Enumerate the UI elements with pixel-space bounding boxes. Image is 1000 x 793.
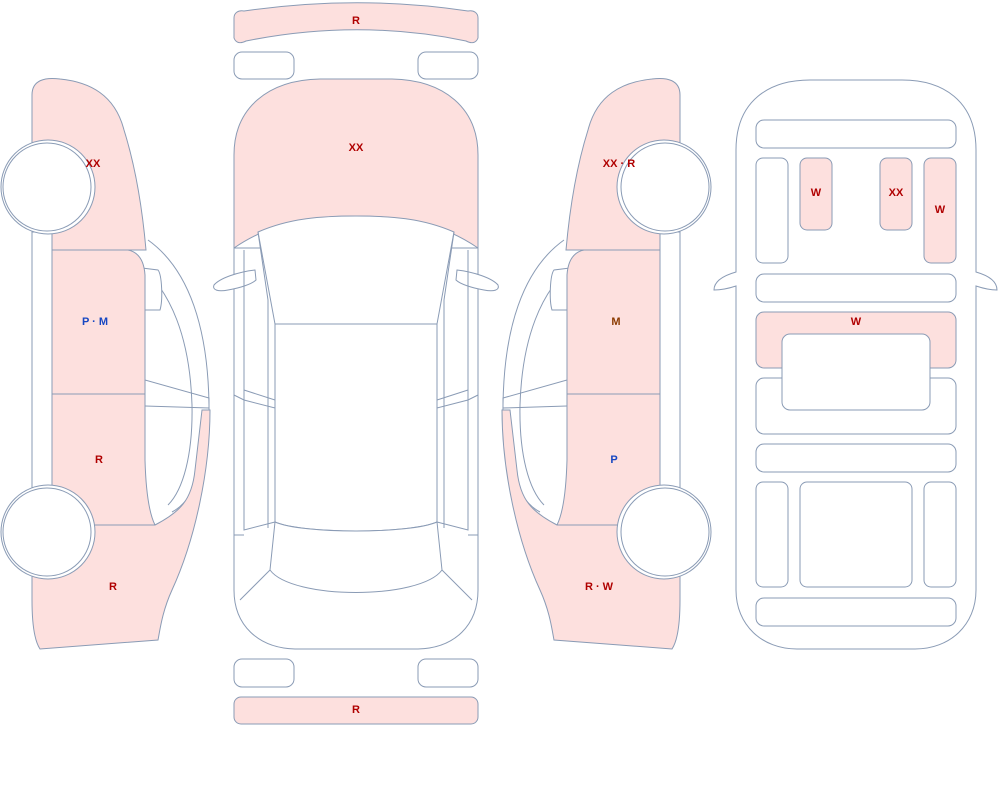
left-b-pillar (233, 389, 276, 409)
dashboard[interactable] (755, 119, 957, 149)
left-front-door[interactable] (51, 249, 146, 395)
right-rear-trim[interactable] (923, 481, 957, 588)
front-left-seat-code: W (811, 187, 822, 199)
left-front-door-code: P · M (82, 316, 108, 328)
rear-floor-panel[interactable] (755, 443, 957, 473)
right-a-pillar-line (443, 231, 455, 528)
front-bumper[interactable] (233, 2, 479, 44)
top-left-mirror[interactable] (213, 269, 257, 292)
left-a-pillar-line (257, 231, 269, 528)
right-rear-door-code: P (610, 454, 617, 466)
rear-window[interactable] (269, 521, 443, 593)
rear-shelf[interactable] (755, 597, 957, 627)
front-right-seat-code: W (935, 204, 946, 216)
right-rear-quarter-panel[interactable] (501, 409, 681, 650)
left-a-pillar (144, 379, 210, 409)
front-right-seat[interactable] (923, 157, 957, 264)
right-front-door-code: M (611, 316, 620, 328)
right-rocker-panel[interactable] (659, 231, 681, 491)
rear-right-lamp[interactable] (417, 658, 479, 688)
windshield[interactable] (257, 215, 455, 325)
rear-bumper[interactable] (233, 696, 479, 725)
front-left-lamp[interactable] (233, 51, 295, 80)
top-right-mirror[interactable] (455, 269, 499, 292)
cargo-area[interactable] (799, 481, 913, 588)
front-bumper-code: R (352, 15, 360, 27)
right-window-strip (436, 250, 469, 531)
left-rear-door-code: R (95, 454, 103, 466)
left-front-trim[interactable] (755, 157, 789, 264)
left-rear-quarter-panel[interactable] (31, 409, 211, 650)
front-middle-seat-code: XX (889, 187, 904, 199)
right-rear-quarter-code: R · W (585, 581, 614, 593)
roof[interactable] (274, 323, 438, 532)
right-a-pillar (502, 379, 568, 409)
middle-panel-code: W (851, 316, 862, 328)
rear-bumper-code: R (352, 704, 360, 716)
front-floor-panel[interactable] (755, 273, 957, 303)
right-side-mirror[interactable] (549, 267, 571, 311)
right-front-door[interactable] (566, 249, 661, 395)
center-console[interactable] (781, 333, 931, 411)
trunk-line-right (441, 569, 473, 601)
right-b-pillar (436, 389, 479, 409)
top-view: R XX R (213, 2, 499, 725)
right-rear-wheel[interactable] (620, 487, 710, 577)
interior-view: W XX W W (713, 79, 998, 650)
left-front-fender-code: XX (86, 158, 101, 170)
left-front-wheel[interactable] (2, 142, 92, 232)
hood-code: XX (349, 142, 364, 154)
left-side-view: XX P · M R R (0, 77, 211, 650)
right-front-fender-code: XX · R (603, 158, 635, 170)
left-rear-trim[interactable] (755, 481, 789, 588)
front-right-lamp[interactable] (417, 51, 479, 80)
left-side-mirror[interactable] (141, 267, 163, 311)
right-front-wheel[interactable] (620, 142, 710, 232)
left-rear-quarter-code: R (109, 581, 117, 593)
front-middle-seat[interactable] (879, 157, 913, 231)
trunk-line-left (239, 569, 271, 601)
front-left-seat[interactable] (799, 157, 833, 231)
right-side-view: XX · R M P R · W (501, 77, 712, 650)
rear-left-lamp[interactable] (233, 658, 295, 688)
left-window-strip (243, 250, 276, 531)
left-rear-wheel[interactable] (2, 487, 92, 577)
left-rocker-panel[interactable] (31, 231, 53, 491)
